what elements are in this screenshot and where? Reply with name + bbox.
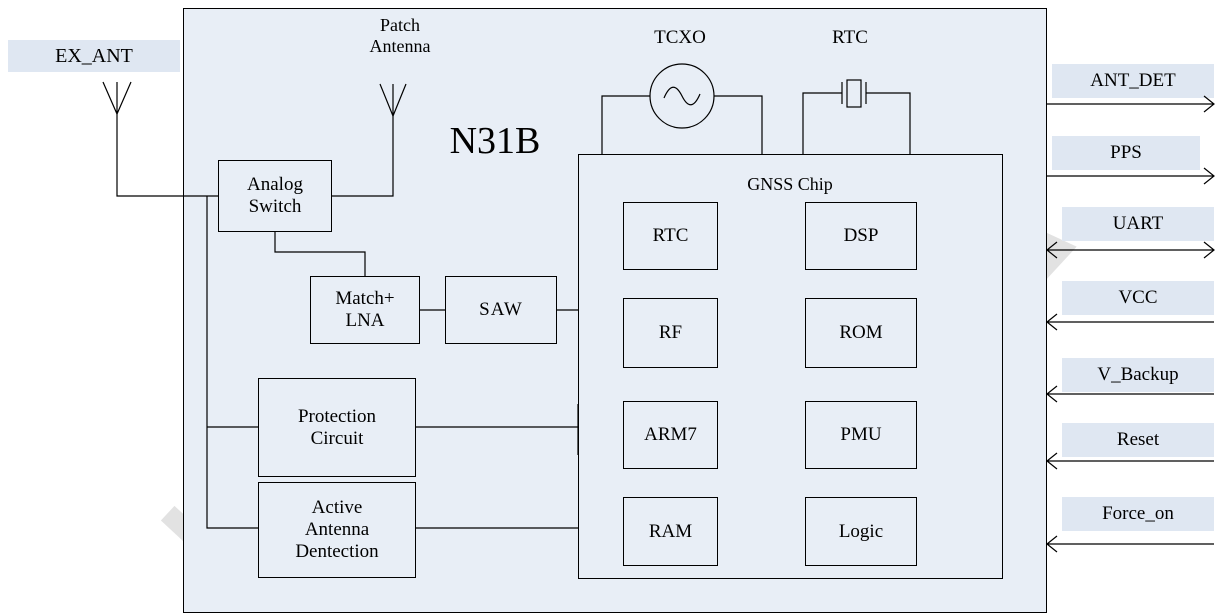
chip-block-ram: RAM	[623, 497, 718, 566]
patch-antenna-icon	[379, 83, 407, 118]
saw-block: SAW	[445, 276, 557, 344]
match-lna-line1: Match+	[335, 288, 395, 310]
chip-block-rf: RF	[623, 298, 718, 368]
rtc-crystal-icon	[841, 79, 867, 108]
pin-v-backup-label: V_Backup	[1062, 358, 1214, 392]
match-lna-block: Match+ LNA	[310, 276, 420, 344]
protection-circuit-line1: Protection	[297, 405, 377, 427]
tcxo-label: TCXO	[654, 27, 706, 49]
ex-antenna-icon	[102, 81, 132, 116]
patch-antenna-label: Patch Antenna	[340, 12, 460, 60]
pin-force-on-label: Force_on	[1062, 497, 1214, 531]
pin-reset-label: Reset	[1062, 423, 1214, 457]
analog-switch-line2: Switch	[248, 196, 302, 217]
pin-vcc-label: VCC	[1062, 281, 1214, 315]
protection-circuit-block: Protection Circuit	[258, 378, 416, 477]
active-antenna-line1: Active	[311, 497, 363, 519]
patch-antenna-line2: Antenna	[369, 36, 431, 56]
tcxo-oscillator-icon	[649, 63, 715, 129]
pin-pps-label: PPS	[1052, 136, 1200, 170]
chip-block-arm7: ARM7	[623, 401, 718, 469]
module-title: N31B	[449, 120, 541, 163]
chip-block-dsp: DSP	[805, 202, 917, 270]
pin-ant-det-label: ANT_DET	[1052, 64, 1214, 98]
ex-ant-label: EX_ANT	[8, 40, 180, 72]
chip-block-rom: ROM	[805, 298, 917, 368]
chip-block-rtc: RTC	[623, 202, 718, 270]
rtc-crystal-label: RTC	[832, 27, 868, 49]
gnss-chip-title: GNSS Chip	[747, 173, 833, 194]
chip-block-logic: Logic	[805, 497, 917, 566]
active-antenna-detection-block: Active Antenna Dentection	[258, 482, 416, 578]
analog-switch-line1: Analog	[247, 174, 303, 196]
active-antenna-line3: Dentection	[295, 540, 379, 562]
match-lna-line2: LNA	[345, 310, 385, 331]
chip-block-pmu: PMU	[805, 401, 917, 469]
active-antenna-line2: Antenna	[304, 519, 370, 541]
patch-antenna-line1: Patch	[380, 15, 420, 36]
analog-switch-block: Analog Switch	[218, 160, 332, 232]
pin-uart-label: UART	[1062, 207, 1214, 241]
protection-circuit-line2: Circuit	[310, 427, 364, 449]
